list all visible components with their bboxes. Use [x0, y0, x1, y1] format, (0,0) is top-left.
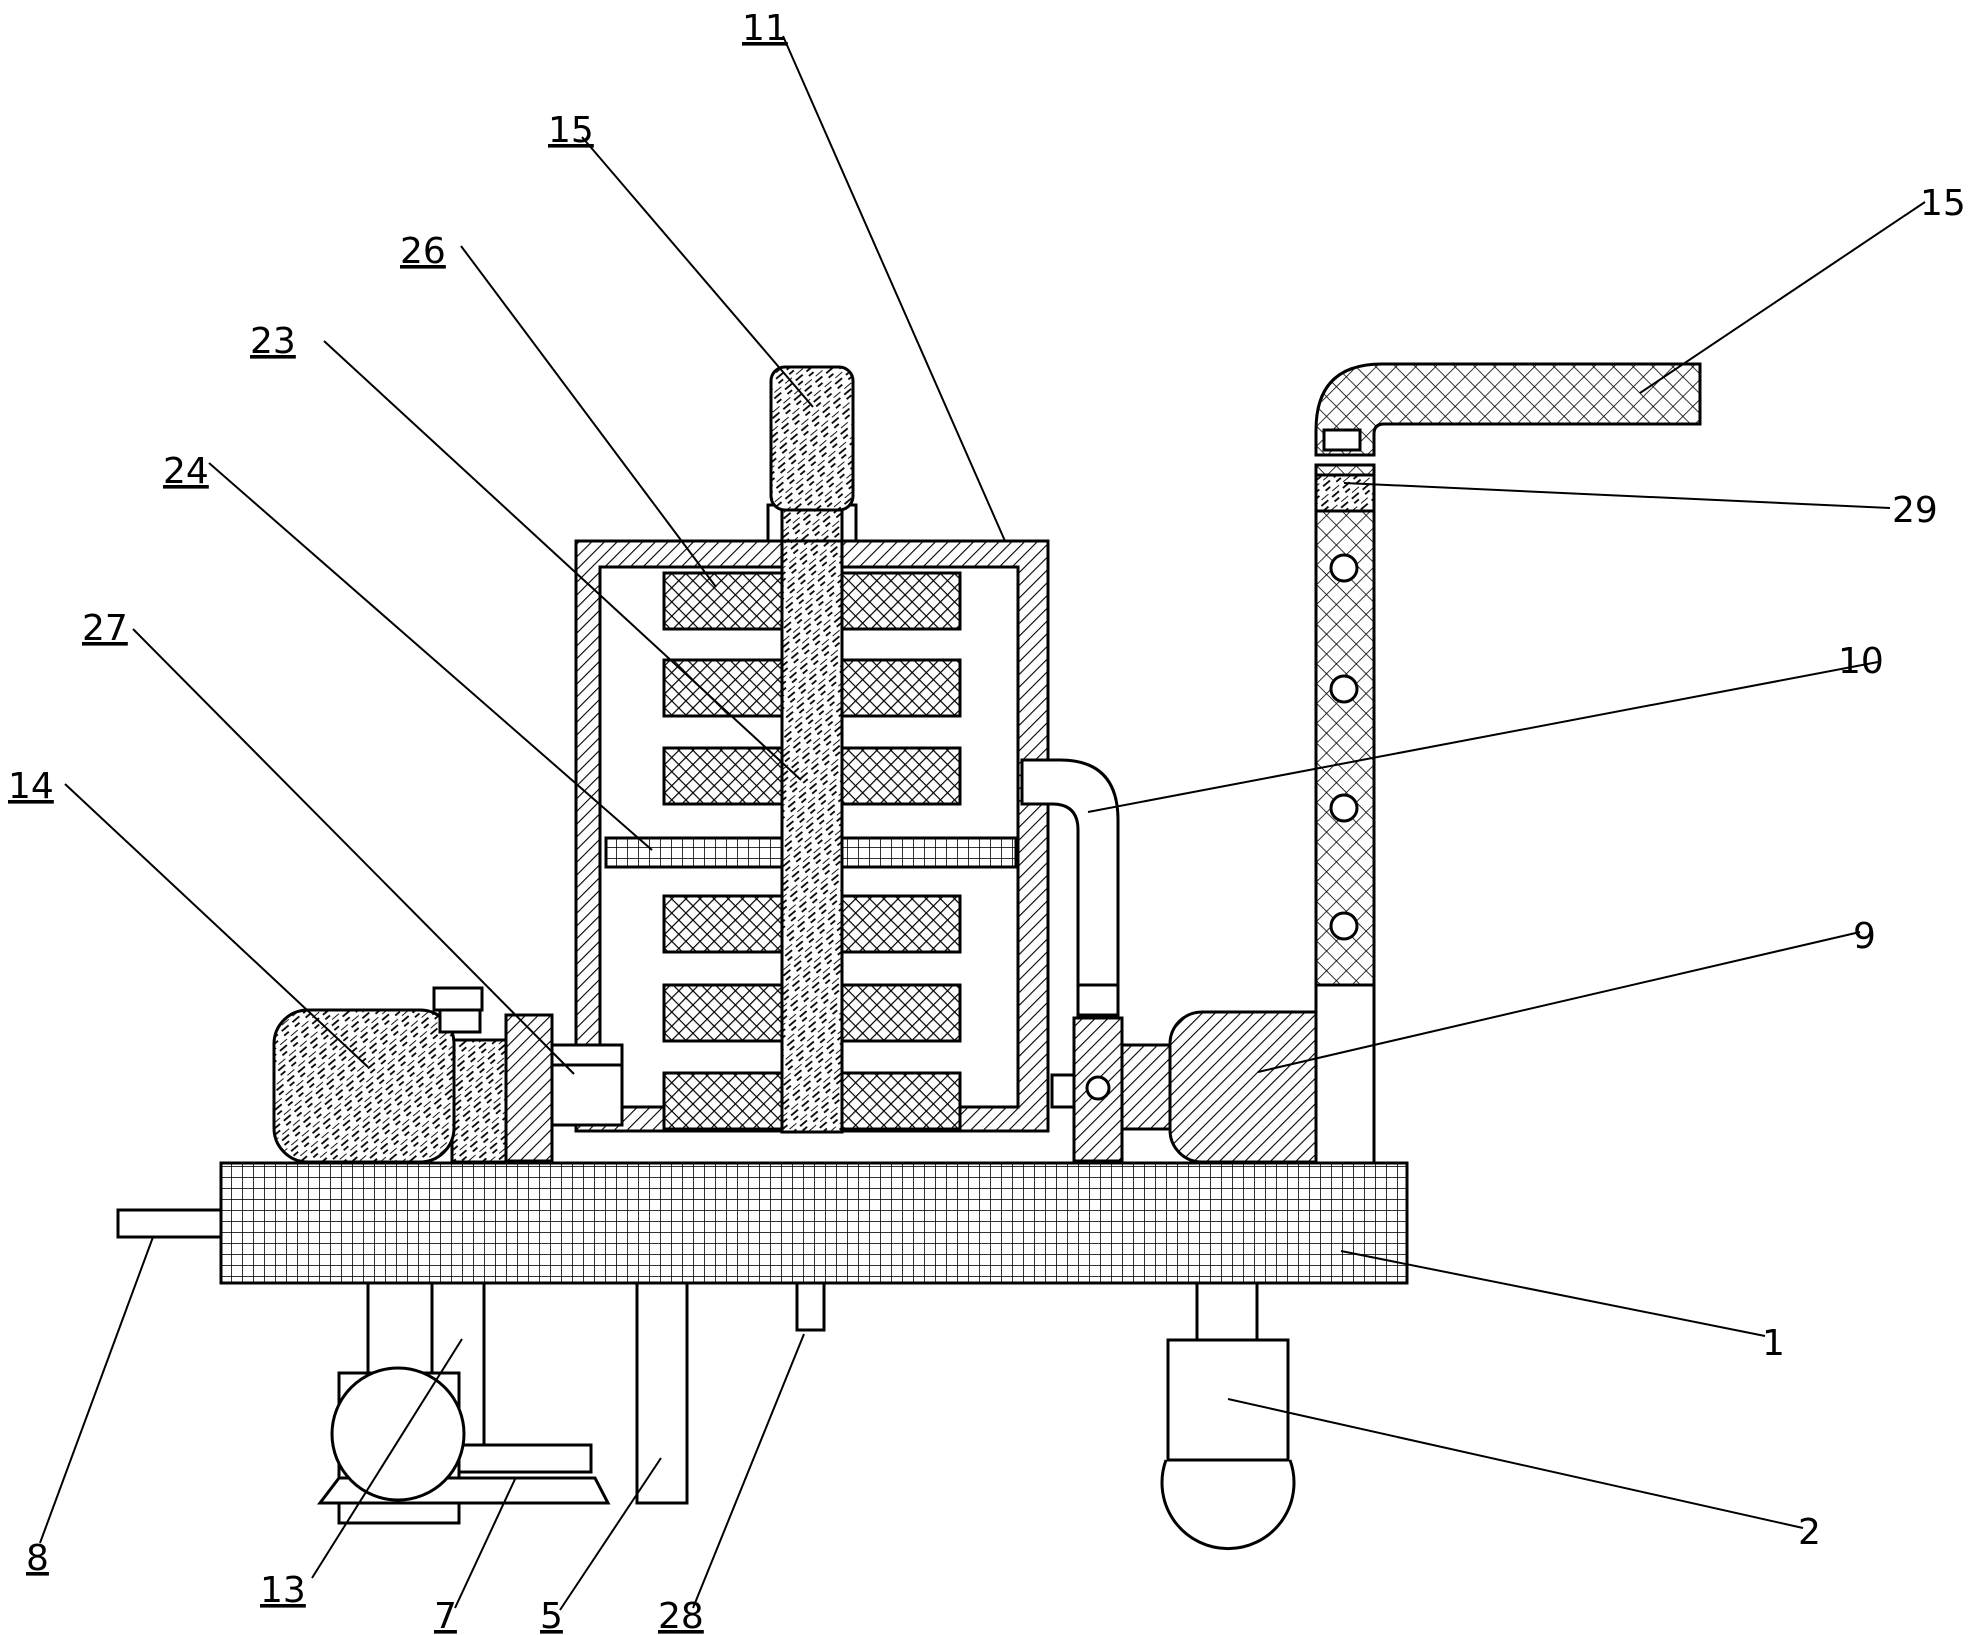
post-hole-2 [1329, 674, 1359, 704]
label-10: 10 [1838, 641, 1884, 682]
blade-left-4 [662, 894, 784, 954]
label-2: 2 [1798, 1512, 1821, 1553]
blade-right-6 [840, 1071, 962, 1131]
blade-right-1 [840, 571, 962, 631]
post-hole-1 [1329, 553, 1359, 583]
joint-29-cap [1322, 428, 1362, 452]
blade-left-3 [662, 746, 784, 806]
valve-knob [1085, 1075, 1111, 1101]
post-lower [1314, 983, 1376, 1165]
label-14: 14 [8, 766, 54, 807]
label-15-top: 15 [548, 110, 594, 151]
valve-side [1050, 1073, 1076, 1109]
motor-14-cap [432, 986, 484, 1012]
pump-9-neck [1120, 1043, 1174, 1131]
label-29: 29 [1892, 490, 1938, 531]
motor-14-cap2 [438, 1008, 482, 1034]
label-8: 8 [26, 1538, 49, 1579]
label-7: 7 [434, 1596, 457, 1635]
blade-right-2 [840, 658, 962, 718]
post-hole-3 [1329, 793, 1359, 823]
blade-right-4 [840, 894, 962, 954]
label-9: 9 [1853, 916, 1876, 957]
plate-7 [457, 1443, 593, 1474]
label-11: 11 [742, 8, 788, 49]
joint-29 [1314, 473, 1376, 513]
post-upper [1314, 463, 1376, 987]
part-labels: 11 15 26 23 24 27 14 15 29 10 9 1 2 8 13… [8, 8, 1966, 1635]
blade-left-1 [662, 571, 784, 631]
caster-wheel [1160, 1459, 1296, 1551]
label-27: 27 [82, 608, 128, 649]
caster-stem [1195, 1281, 1259, 1342]
leader-lines [39, 35, 1926, 1611]
label-23: 23 [250, 321, 296, 362]
coupling-27-top [550, 1043, 624, 1067]
label-15-right: 15 [1920, 183, 1966, 224]
top-motor-15 [769, 365, 855, 512]
blade-5 [635, 1281, 689, 1505]
stirring-shaft-23 [780, 508, 844, 1134]
discharge-chute-15 [1314, 362, 1702, 457]
motor-14 [272, 1008, 456, 1164]
label-26: 26 [400, 231, 446, 272]
handle-rod [116, 1208, 223, 1239]
tank-wall [574, 539, 1050, 1133]
base-plate [219, 1161, 1409, 1285]
pipe-10 [1020, 758, 1120, 1017]
motor-14-neck [450, 1038, 508, 1164]
label-24: 24 [163, 451, 209, 492]
coupling-flange [504, 1013, 554, 1163]
blade-left-5 [662, 983, 784, 1043]
left-column [366, 1281, 434, 1375]
blade-right-3 [840, 746, 962, 806]
label-13: 13 [260, 1570, 306, 1611]
post-hole-4 [1329, 911, 1359, 941]
label-28: 28 [658, 1596, 704, 1635]
nozzle-28 [795, 1281, 826, 1332]
blade-left-2 [662, 658, 784, 718]
label-5: 5 [540, 1596, 563, 1635]
blade-right-5 [840, 983, 962, 1043]
label-1: 1 [1762, 1323, 1785, 1364]
blade-left-6 [662, 1071, 784, 1131]
roller-wheel [330, 1366, 466, 1502]
